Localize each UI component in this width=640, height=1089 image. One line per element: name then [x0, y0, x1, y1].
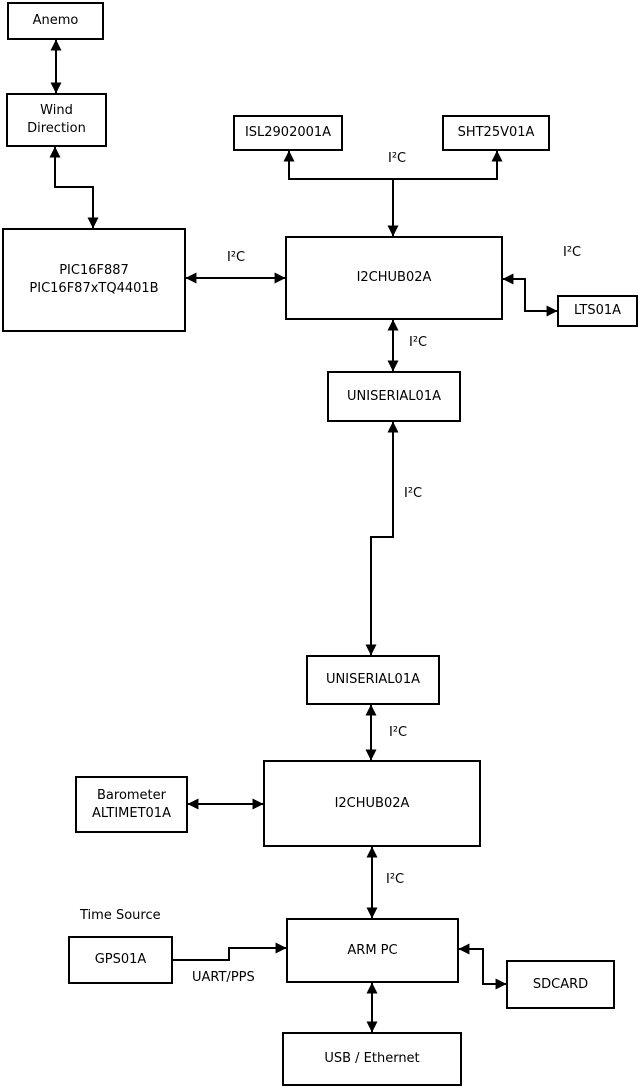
edge-uniserial1-uniserial2: [365, 421, 399, 656]
i2c-hub2-armpc-label: I²C: [386, 872, 405, 887]
i2c-hub-uniserial-label: I²C: [409, 335, 428, 350]
i2chub-top-label: I2CHUB02A: [356, 270, 432, 286]
i2c-uniserial-hub2-label: I²C: [389, 725, 408, 740]
lts-label: LTS01A: [573, 303, 622, 319]
sht-label: SHT25V01A: [457, 125, 535, 141]
sht-box: SHT25V01A: [442, 115, 550, 151]
edge-winddirection-pic: [49, 146, 99, 229]
uniserial-bottom-label: UNISERIAL01A: [326, 672, 420, 688]
isl-box: ISL2902001A: [233, 115, 343, 151]
edge-armpc-sdcard: [458, 943, 507, 990]
arm-pc-label: ARM PC: [347, 942, 398, 958]
gps-label: GPS01A: [94, 952, 147, 968]
isl-label: ISL2902001A: [244, 125, 332, 141]
barometer-label-line2: ALTIMET01A: [92, 805, 171, 821]
sdcard-label: SDCARD: [532, 976, 589, 992]
uart-pps-label: UART/PPS: [192, 970, 255, 985]
time-source-label: Time Source: [80, 908, 161, 923]
i2chub-top-box: I2CHUB02A: [285, 236, 503, 320]
sdcard-box: SDCARD: [506, 960, 615, 1009]
wind-direction-label-line1: Wind: [40, 103, 73, 119]
wind-direction-label-line2: Direction: [27, 121, 86, 136]
i2c-sensor-bus-label: I²C: [388, 151, 407, 166]
anemo-box: Anemo: [7, 2, 104, 40]
i2c-uniserial-link-label: I²C: [404, 486, 423, 501]
pic-label-line1: PIC16F887: [59, 263, 129, 279]
edge-gps-armpc: [173, 942, 287, 961]
i2c-pic-hub-label: I²C: [227, 250, 246, 265]
barometer-box: Barometer ALTIMET01A: [75, 776, 188, 833]
barometer-label-line1: Barometer: [97, 787, 166, 803]
pic-label-line2: PIC16F87xTQ4401B: [29, 281, 159, 296]
wind-direction-box: Wind Direction: [6, 93, 107, 147]
anemo-label: Anemo: [32, 13, 79, 29]
gps-box: GPS01A: [68, 936, 173, 984]
usb-ethernet-box: USB / Ethernet: [282, 1032, 462, 1086]
i2chub-bottom-box: I2CHUB02A: [263, 760, 481, 847]
edge-i2chub-lts: [502, 273, 558, 317]
usb-ethernet-label: USB / Ethernet: [324, 1051, 420, 1067]
arm-pc-box: ARM PC: [286, 918, 459, 983]
pic-box: PIC16F887 PIC16F87xTQ4401B: [2, 228, 186, 332]
i2c-hub-lts-label: I²C: [563, 245, 582, 260]
lts-box: LTS01A: [557, 295, 638, 327]
uniserial-top-box: UNISERIAL01A: [327, 371, 461, 422]
uniserial-bottom-box: UNISERIAL01A: [306, 655, 440, 705]
uniserial-top-label: UNISERIAL01A: [347, 388, 441, 404]
i2chub-bottom-label: I2CHUB02A: [334, 795, 410, 811]
